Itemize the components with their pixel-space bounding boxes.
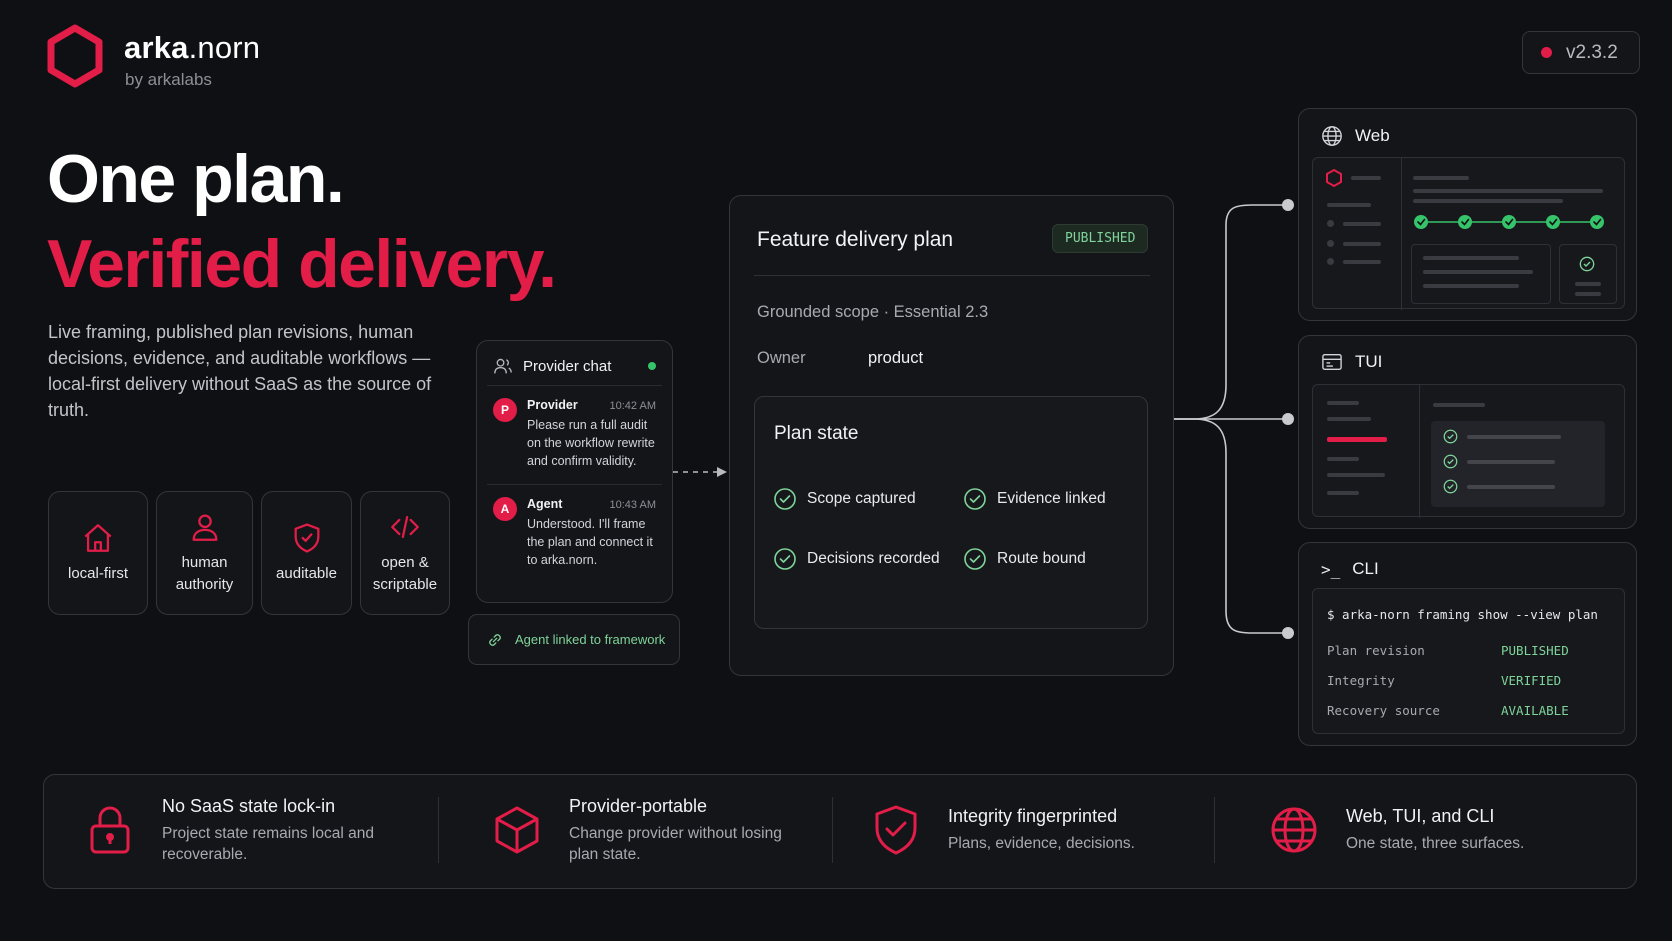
plan-scope: Grounded scope · Essential 2.3 — [757, 303, 989, 321]
shield-check-icon — [875, 805, 917, 855]
chat-title: Provider chat — [523, 357, 612, 375]
lock-icon — [90, 806, 130, 854]
web-preview — [1312, 157, 1625, 310]
bottom-title: Provider-portable — [569, 795, 708, 816]
check-circle-icon — [964, 488, 986, 510]
feature-human-authority: human authority — [156, 491, 253, 615]
owner-label: Owner — [757, 349, 806, 367]
chat-header: Provider chat — [477, 341, 672, 375]
users-icon — [494, 358, 512, 374]
check-circle-icon — [774, 488, 796, 510]
message-author: Provider — [527, 398, 578, 412]
cli-command: $ arka-norn framing show --view plan — [1327, 607, 1598, 622]
shield-check-icon — [294, 523, 319, 553]
owner-value: product — [868, 349, 924, 367]
online-dot-icon — [648, 362, 656, 370]
cli-key: Integrity — [1327, 673, 1395, 688]
cli-title: >_ CLI — [1321, 559, 1379, 579]
feature-label: auditable — [276, 565, 337, 582]
cli-surface-panel: >_ CLI $ arka-norn framing show --view p… — [1298, 542, 1637, 746]
feature-local-first: local-first — [48, 491, 148, 615]
link-icon — [489, 633, 501, 646]
web-title: Web — [1321, 125, 1390, 147]
check-circle-icon — [1443, 429, 1458, 444]
cli-value: AVAILABLE — [1501, 703, 1569, 718]
check-circle-icon — [1443, 454, 1458, 469]
state-decisions-recorded: Decisions recorded — [773, 547, 940, 571]
version-badge: v2.3.2 — [1522, 31, 1640, 74]
bottom-item-integrity: Integrity fingerprinted Plans, evidence,… — [872, 775, 1135, 885]
plan-card: Feature delivery plan PUBLISHED Grounded… — [729, 195, 1174, 676]
bottom-item-surfaces: Web, TUI, and CLI One state, three surfa… — [1270, 775, 1524, 885]
plan-title: Feature delivery plan — [757, 228, 954, 251]
bottom-title: Web, TUI, and CLI — [1346, 806, 1495, 826]
feature-label: human authority — [175, 554, 234, 593]
message-author: Agent — [527, 497, 563, 511]
globe-icon — [1271, 807, 1317, 853]
brand-sub: by arkalabs — [125, 70, 212, 89]
bottom-item-provider-portable: Provider-portable Change provider withou… — [493, 775, 799, 885]
cli-key: Recovery source — [1327, 703, 1440, 718]
bottom-strip: No SaaS state lock-in Project state rema… — [43, 774, 1637, 889]
tui-surface-panel: TUI — [1298, 335, 1637, 529]
home-icon — [84, 524, 112, 552]
check-circle-icon — [1579, 256, 1595, 272]
feature-label: open & scriptable — [372, 554, 438, 593]
message-time: 10:42 AM — [609, 400, 656, 412]
feature-open-scriptable: open & scriptable — [360, 491, 450, 615]
globe-icon — [1322, 126, 1342, 146]
state-evidence-linked: Evidence linked — [963, 487, 1106, 511]
bottom-desc: Change provider without losing plan stat… — [569, 824, 782, 863]
bottom-item-no-lock-in: No SaaS state lock-in Project state rema… — [86, 775, 392, 885]
hexagon-logo-icon — [47, 24, 103, 88]
check-circle-icon — [1443, 479, 1458, 494]
bottom-desc: Plans, evidence, decisions. — [948, 835, 1135, 852]
feature-label: local-first — [67, 565, 128, 582]
hexagon-logo-icon — [1326, 168, 1342, 188]
status-badge: PUBLISHED — [1052, 224, 1149, 253]
chat-message: A Agent 10:43 AM Understood. I'll frame … — [477, 497, 672, 569]
bottom-title: Integrity fingerprinted — [948, 806, 1118, 826]
avatar: A — [493, 497, 517, 521]
cli-preview: $ arka-norn framing show --view plan Pla… — [1312, 588, 1625, 734]
bottom-title: No SaaS state lock-in — [162, 795, 336, 816]
dashed-arrow-icon — [673, 467, 727, 477]
code-icon — [391, 515, 419, 539]
tui-preview — [1312, 384, 1625, 518]
connector-lines — [1174, 199, 1294, 639]
chat-message: P Provider 10:42 AM Please run a full au… — [477, 398, 672, 470]
user-icon — [192, 514, 217, 541]
message-text: Please run a full audit on the workflow … — [527, 418, 655, 468]
brand-name: arka.norn — [124, 30, 261, 65]
message-text: Understood. I'll frame the plan and conn… — [527, 517, 653, 567]
cli-value: VERIFIED — [1501, 673, 1562, 688]
state-route-bound: Route bound — [963, 547, 1086, 571]
state-scope-captured: Scope captured — [773, 487, 916, 511]
plan-state-title: Plan state — [774, 423, 859, 444]
terminal-prompt-icon: >_ — [1321, 559, 1341, 579]
cube-icon — [495, 806, 539, 854]
check-circle-icon — [964, 548, 986, 570]
terminal-window-icon — [1322, 354, 1342, 370]
hero-line-1: One plan. — [47, 141, 345, 217]
bottom-desc: One state, three surfaces. — [1346, 835, 1525, 852]
avatar: P — [493, 398, 517, 422]
provider-chat-panel: Provider chat P Provider 10:42 AM Please… — [476, 340, 673, 603]
version-text: v2.3.2 — [1566, 41, 1618, 63]
agent-link-status[interactable]: Agent linked to framework — [468, 614, 680, 665]
message-time: 10:43 AM — [609, 499, 656, 511]
bottom-desc: Project state remains local and recovera… — [162, 824, 374, 863]
check-circle-icon — [774, 548, 796, 570]
progress-steps — [1414, 215, 1604, 229]
plan-state-box: Plan state Scope captured Evidence linke… — [754, 396, 1148, 629]
hero-line-2: Verified delivery. — [47, 226, 557, 302]
feature-auditable: auditable — [261, 491, 352, 615]
cli-value: PUBLISHED — [1501, 643, 1569, 658]
hero-lede: Live framing, published plan revisions, … — [48, 322, 432, 420]
cli-key: Plan revision — [1327, 643, 1425, 658]
web-surface-panel: Web — [1298, 108, 1637, 321]
link-status-text: Agent linked to framework — [515, 632, 666, 647]
tui-title: TUI — [1321, 352, 1382, 372]
status-dot-icon — [1541, 47, 1552, 58]
